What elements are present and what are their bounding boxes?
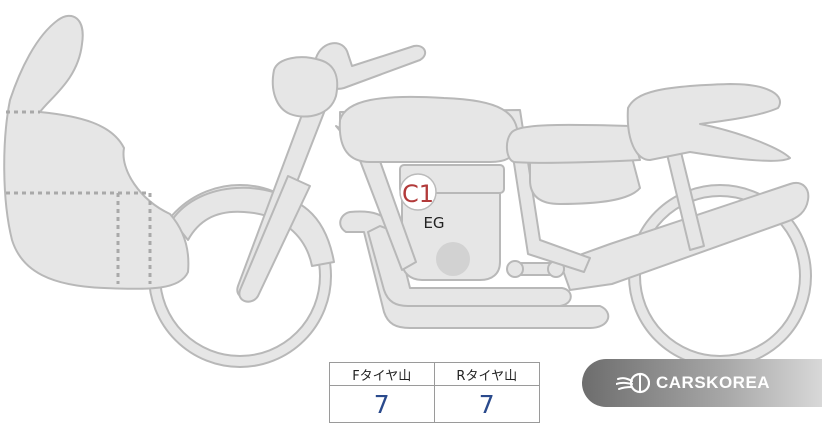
fork-tube-lower [238, 175, 311, 303]
seat [506, 123, 641, 164]
rear-tire-value: 7 [478, 389, 495, 419]
carskorea-logo-icon [616, 372, 650, 394]
footpeg-left [506, 260, 524, 278]
damage-marker-badge [399, 173, 437, 211]
fuel-tank [338, 95, 519, 163]
tire-tread-table: Fタイヤ山 Rタイヤ山 7 7 [329, 362, 540, 423]
damage-part-label: EG [423, 214, 444, 232]
damage-code: C1 [402, 180, 434, 208]
headlight [271, 56, 339, 118]
engine-dot [436, 242, 470, 276]
tail-cowl [626, 83, 791, 162]
front-fairing [3, 14, 190, 290]
watermark-text: CARSKOREA [656, 373, 771, 392]
swingarm [559, 182, 810, 291]
front-tire-value: 7 [330, 386, 435, 422]
carskorea-watermark: CARSKOREA [582, 359, 822, 407]
front-tire-header: Fタイヤ山 [330, 363, 435, 386]
rear-tire-header: Rタイヤ山 [434, 363, 539, 386]
